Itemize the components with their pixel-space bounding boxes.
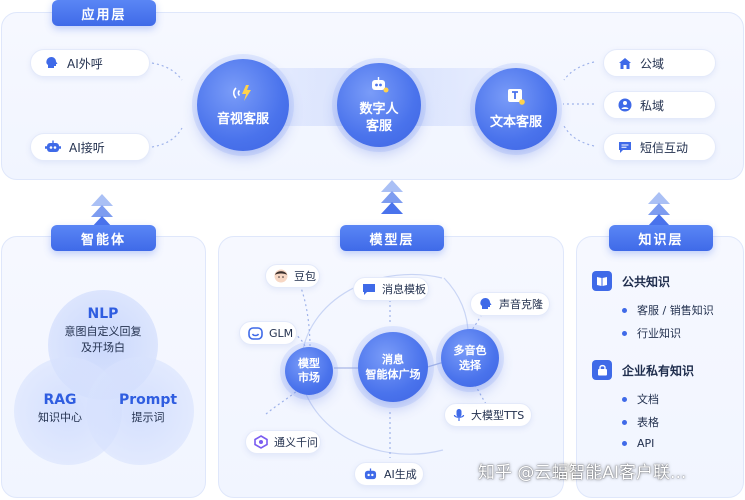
text-service-circle[interactable]: 文本客服 [475,68,557,150]
speaker-head-icon [479,297,493,311]
multi-voice-circle[interactable]: 多音色 选择 [441,329,499,387]
home-icon [618,57,632,70]
message-icon [618,141,632,154]
message-template-node[interactable]: 消息模板 [353,277,429,301]
user-icon [618,98,632,112]
private-knowledge-item-label: 文档 [637,393,659,406]
sms-interaction-label: 短信互动 [640,140,689,155]
public-domain-item[interactable]: 公域 [603,49,716,77]
lock-icon [592,360,612,380]
robot-icon [369,76,389,98]
public-knowledge-heading: 公共知识 [592,271,670,291]
private-knowledge-item: API [622,437,654,450]
robot-face-icon [363,467,378,481]
public-knowledge-item: 客服 / 销售知识 [622,302,714,318]
multi-voice-label-2: 选择 [459,359,481,372]
public-knowledge-item: 行业知识 [622,325,681,341]
private-knowledge-item: 文档 [622,391,659,407]
agent-plaza-label-2: 智能体广场 [365,368,421,381]
nlp-line2: 及开场白 [81,341,125,354]
ai-outbound-call-label: AI外呼 [67,56,103,71]
nlp-title: NLP [87,306,119,322]
private-knowledge-title: 企业私有知识 [622,363,695,378]
ai-generate-node[interactable]: AI生成 [354,462,424,486]
public-knowledge-item-label: 行业知识 [637,327,681,340]
ai-inbound-answer-item[interactable]: AI接听 [30,133,150,161]
private-knowledge-heading: 企业私有知识 [592,360,694,380]
up-arrow-left [91,194,113,228]
private-domain-item[interactable]: 私域 [603,91,716,119]
agent-plaza-label-1: 消息 [382,353,404,366]
public-knowledge-item-label: 客服 / 销售知识 [637,304,714,317]
venn-prompt [86,357,194,465]
rag-sub: 知识中心 [38,411,82,424]
glm-label: GLM [269,326,294,340]
voice-wave-icon [232,83,254,107]
agent-plaza-circle[interactable]: 消息 智能体广场 [358,332,428,402]
digital-human-label-1: 数字人 [359,101,399,117]
ai-inbound-answer-label: AI接听 [69,140,105,155]
digital-human-service-circle[interactable]: 数字人 客服 [337,63,421,147]
llm-tts-label: 大模型TTS [471,409,525,422]
private-knowledge-item: 表格 [622,414,659,430]
doubao-node[interactable]: 豆包 [265,264,320,288]
model-market-label-2: 市场 [298,371,320,384]
private-knowledge-item-label: API [637,437,655,450]
ai-generate-label: AI生成 [384,468,417,481]
sms-interaction-item[interactable]: 短信互动 [603,133,716,161]
rag-title: RAG [43,392,77,408]
head-speaking-icon [45,56,59,70]
multi-voice-label-1: 多音色 [453,344,487,357]
application-layer-title: 应用层 [52,0,156,26]
agent-panel-title: 智能体 [51,225,156,251]
avatar-icon [274,269,288,283]
top-connectors [151,61,595,148]
book-icon [592,271,612,291]
doubao-label: 豆包 [294,270,316,283]
voice-clone-label: 声音克隆 [499,298,543,311]
up-arrow-middle [381,180,403,214]
llm-tts-node[interactable]: 大模型TTS [444,403,532,427]
microphone-icon [453,408,465,422]
message-template-label: 消息模板 [382,283,426,296]
rag-text-block: RAG 知识中心 [18,392,102,426]
tongyi-node[interactable]: 通义千问 [245,430,321,454]
knowledge-panel-title: 知识层 [609,225,713,251]
glm-node[interactable]: GLM [239,321,297,345]
public-knowledge-title: 公共知识 [622,274,671,289]
chat-bubble-icon [362,283,376,296]
model-panel-title: 模型层 [340,225,444,251]
robot-face-icon [45,140,61,154]
ai-outbound-call-item[interactable]: AI外呼 [30,49,150,77]
voice-clone-node[interactable]: 声音克隆 [470,292,550,316]
prompt-text-block: Prompt 提示词 [108,392,188,426]
text-service-label: 文本客服 [489,114,542,130]
model-market-label-1: 模型 [298,357,320,370]
nlp-line1: 意图自定义回复 [64,325,142,338]
glm-logo-icon [248,326,263,340]
zhihu-watermark: 知乎 @云蝠智能AI客户联... [478,463,687,483]
public-domain-label: 公域 [640,56,665,71]
private-knowledge-item-label: 表格 [637,416,659,429]
nlp-text-block: NLP 意图自定义回复 及开场白 [48,306,158,356]
digital-human-label-2: 客服 [365,118,392,134]
prompt-sub: 提示词 [131,411,165,424]
tongyi-label: 通义千问 [274,436,318,449]
tongyi-logo-icon [254,435,268,449]
av-service-circle[interactable]: 音视客服 [197,59,289,151]
text-chat-icon [506,88,526,110]
model-market-circle[interactable]: 模型 市场 [285,347,333,395]
av-service-label: 音视客服 [216,111,269,127]
private-domain-label: 私域 [640,98,665,113]
prompt-title: Prompt [118,392,178,408]
up-arrow-right [648,192,670,226]
